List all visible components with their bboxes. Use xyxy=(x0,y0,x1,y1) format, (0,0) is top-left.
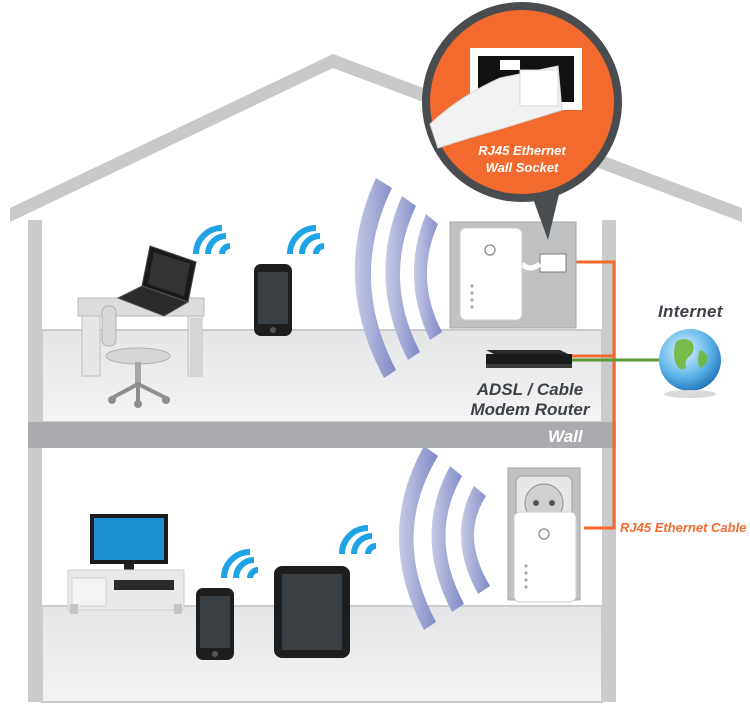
router-label-line1: ADSL / Cable xyxy=(476,380,584,399)
router-label: ADSL / Cable Modem Router xyxy=(466,380,594,420)
wifi-icon xyxy=(287,225,325,255)
signal-arcs-upstairs xyxy=(354,178,442,378)
callout-label-line1: RJ45 Ethernet xyxy=(478,143,566,158)
laptop xyxy=(116,245,197,317)
powerline-extender-downstairs xyxy=(513,511,577,603)
tablet xyxy=(274,566,350,658)
internet-label: Internet xyxy=(658,302,723,321)
modem-router xyxy=(486,350,572,368)
internet-globe xyxy=(659,329,721,398)
ethernet-cable-label: RJ45 Ethernet Cable xyxy=(620,520,747,535)
tv xyxy=(90,514,168,570)
router-label-line2: Modem Router xyxy=(470,400,590,419)
wall-band xyxy=(28,422,616,448)
tv-cabinet xyxy=(67,569,185,614)
smartphone-upstairs xyxy=(254,264,292,336)
callout-label-line2: Wall Socket xyxy=(485,160,559,175)
cables xyxy=(560,260,660,530)
wifi-icon xyxy=(193,225,231,255)
ethernet-cable xyxy=(560,260,616,530)
callout-label: RJ45 Ethernet Wall Socket xyxy=(472,142,572,176)
wifi-icon xyxy=(339,525,377,555)
office-chair xyxy=(101,305,171,408)
wall-label: Wall xyxy=(548,427,583,446)
socket-callout xyxy=(422,2,622,240)
house-left-wall xyxy=(28,220,42,702)
signal-arcs-downstairs xyxy=(399,446,490,630)
powerline-extender-upstairs xyxy=(459,227,523,321)
wifi-icon xyxy=(221,549,259,579)
smartphone-downstairs xyxy=(196,588,234,660)
